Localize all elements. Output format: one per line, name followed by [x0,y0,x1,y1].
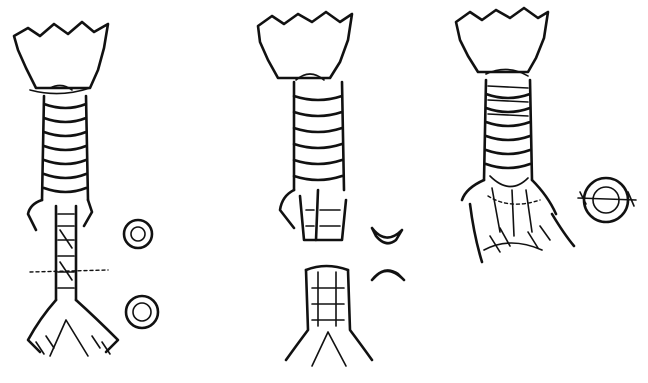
resected-ring-upper-icon [372,228,402,243]
panel-2-trachea-divided [258,12,404,366]
cross-section-large-circle-icon [126,296,158,328]
panel-3-trachea-anastomosis [456,8,636,262]
panel-1-trachea-stenosis [14,22,158,356]
cross-section-small-circle-icon [124,220,152,248]
resected-ring-lower-icon [372,270,404,280]
